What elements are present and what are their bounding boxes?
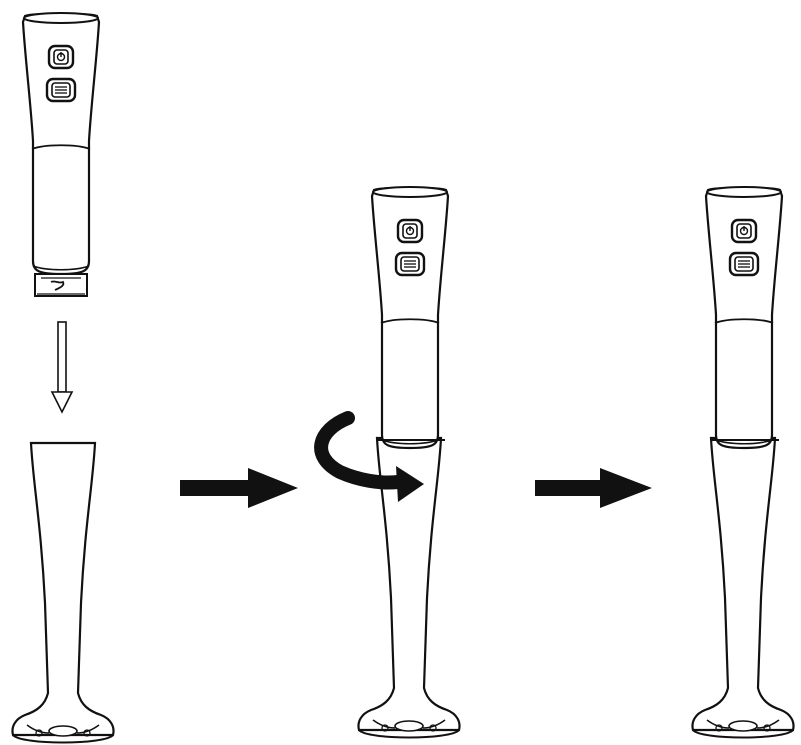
rotate-arrow-icon [314, 411, 424, 502]
right-arrow-icon [535, 468, 652, 508]
blending-shaft [11, 441, 115, 744]
down-arrow-icon [50, 321, 74, 414]
step-1-motor-and-shaft-separated [11, 11, 115, 744]
step-3-assembled [691, 185, 795, 739]
blending-shaft [691, 436, 795, 739]
motor-body [704, 185, 784, 450]
motor-body [370, 185, 450, 450]
step-2-twist-to-attach [314, 185, 461, 739]
motor-body [21, 11, 101, 297]
right-arrow-icon [180, 468, 298, 508]
